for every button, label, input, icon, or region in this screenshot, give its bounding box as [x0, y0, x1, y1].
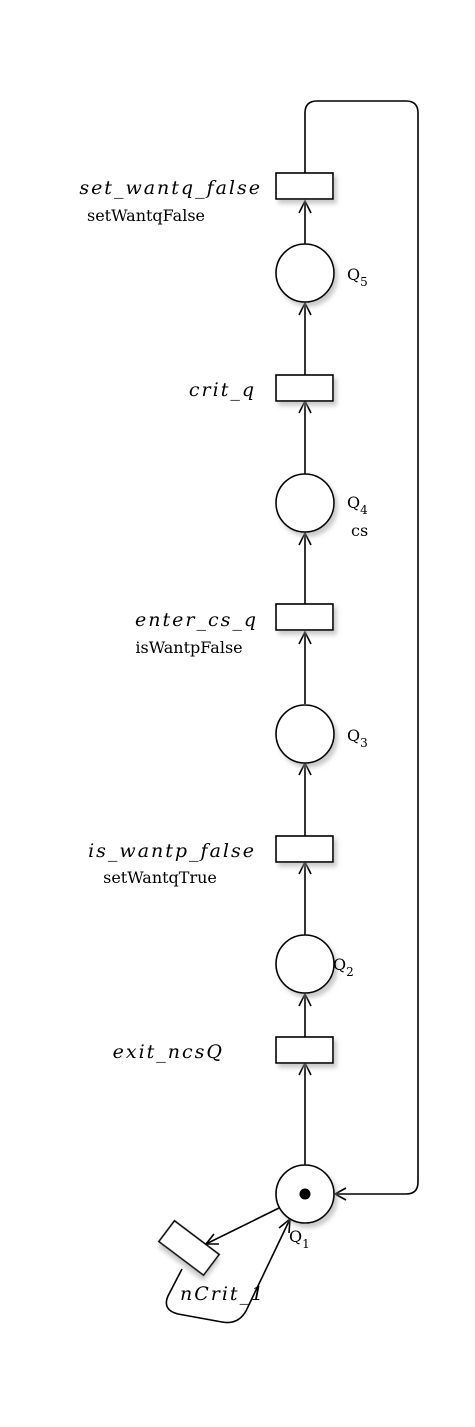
place-q5 [275, 243, 335, 303]
arrowhead [298, 531, 312, 546]
transition-set-wantq-false [275, 172, 334, 200]
transition-labels: set_wantq_false setWantqFalse crit_q ent… [79, 177, 265, 1305]
q4-extra-label: cs [351, 521, 368, 540]
crit-q-name: crit_q [189, 379, 256, 401]
transition-ncrit-1 [157, 1219, 221, 1277]
token-q1 [299, 1188, 311, 1200]
place-q3 [275, 704, 335, 764]
q4-letter: Q [347, 493, 360, 512]
arcs [165, 100, 419, 1324]
q1-index: 1 [302, 1237, 310, 1251]
q5-index: 5 [360, 275, 368, 289]
q2-letter: Q [333, 955, 346, 974]
q3-index: 3 [360, 736, 368, 750]
ncrit-1-name: nCrit_1 [180, 1283, 265, 1305]
enter-cs-q-label: isWantpFalse [135, 638, 242, 657]
q1-letter: Q [289, 1227, 302, 1246]
q5-label: Q5 [347, 265, 368, 289]
arc-ncrit-1-to-q1 [165, 1218, 291, 1324]
arc-q1-to-ncrit-1 [205, 1207, 280, 1245]
place-q2 [275, 934, 335, 994]
q3-label: Q3 [347, 726, 368, 750]
q4-label: Q4 [347, 493, 368, 517]
transition-enter-cs-q [275, 603, 334, 631]
set-wantq-false-label: setWantqFalse [87, 206, 205, 225]
arrowhead [298, 199, 312, 214]
transition-exit-ncsq [275, 1036, 334, 1064]
place-labels: Q5 Q4 cs Q3 Q2 Q1 [289, 265, 368, 1251]
q1-label: Q1 [289, 1227, 310, 1251]
arrowhead-q1-right [333, 1187, 347, 1201]
exit-ncsq-name: exit_ncsQ [113, 1041, 224, 1063]
q2-label: Q2 [333, 955, 354, 979]
transition-is-wantp-false [275, 835, 334, 863]
q2-index: 2 [346, 965, 354, 979]
arrowhead [298, 992, 312, 1007]
enter-cs-q-name: enter_cs_q [135, 609, 258, 631]
transitions [157, 172, 334, 1277]
q5-letter: Q [347, 265, 360, 284]
arrowhead [298, 630, 312, 645]
set-wantq-false-name: set_wantq_false [79, 177, 262, 199]
arc-set-wantq-false-to-q1 [304, 100, 419, 1195]
is-wantp-false-label: setWantqTrue [103, 868, 217, 887]
q4-index: 4 [360, 503, 368, 517]
is-wantp-false-name: is_wantp_false [88, 840, 256, 862]
q3-letter: Q [347, 726, 360, 745]
places [275, 243, 335, 1224]
place-q4 [275, 473, 335, 533]
transition-crit-q [275, 374, 334, 402]
arrowhead [298, 301, 312, 316]
